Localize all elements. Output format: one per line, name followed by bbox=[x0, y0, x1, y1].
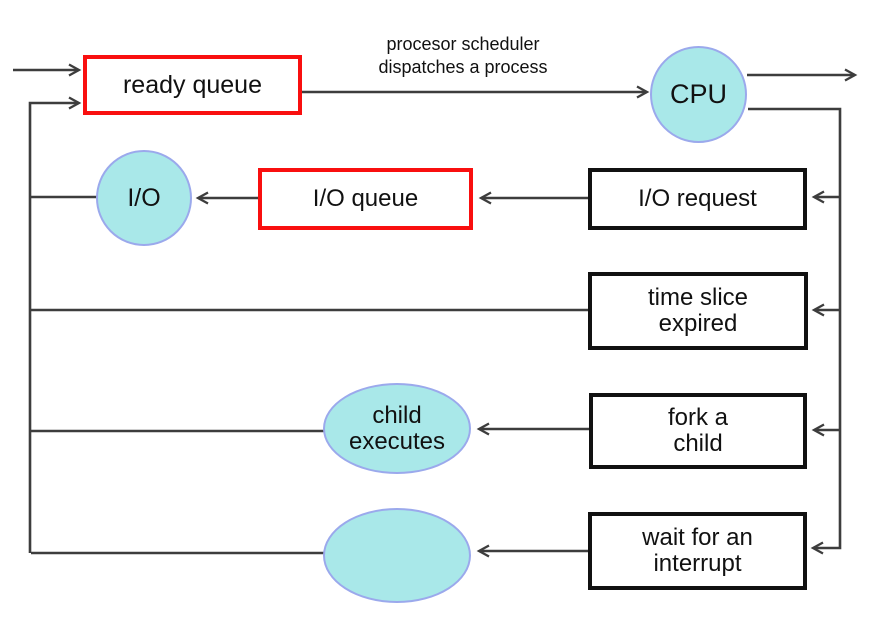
fork-a-child-box: fork a child bbox=[589, 393, 807, 469]
interrupt-occurs-ellipse bbox=[323, 508, 471, 603]
io-request-box: I/O request bbox=[588, 168, 807, 230]
edge-cpu-right-feedback bbox=[748, 107, 842, 555]
edge-left-feedback-loop bbox=[28, 96, 82, 553]
dispatch-annotation: procesor scheduler dispatches a process bbox=[378, 34, 548, 77]
io-queue-box: I/O queue bbox=[258, 168, 473, 230]
cpu-circle: CPU bbox=[650, 46, 747, 143]
time-slice-expired-box: time slice expired bbox=[588, 272, 808, 350]
wait-for-interrupt-box: wait for an interrupt bbox=[588, 512, 807, 590]
child-executes-ellipse: child executes bbox=[323, 383, 471, 474]
io-circle: I/O bbox=[96, 150, 192, 246]
ready-queue-box: ready queue bbox=[83, 55, 302, 115]
